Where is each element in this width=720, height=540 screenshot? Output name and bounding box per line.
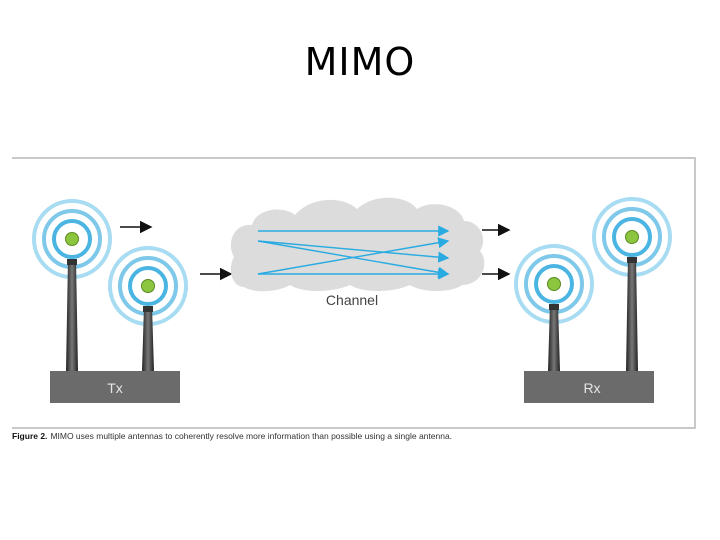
signal-path-5 [257, 240, 450, 263]
signal-path-3 [257, 237, 450, 275]
rx-antenna-2 [592, 197, 672, 371]
tx-antenna-1 [32, 199, 112, 371]
tx-antenna-2 [108, 246, 188, 371]
mimo-diagram: Tx Channel [32, 197, 672, 403]
caption-text: MIMO uses multiple antennas to coherentl… [50, 431, 453, 441]
signal-paths [257, 225, 450, 280]
channel-label: Channel [326, 292, 378, 308]
channel-cloud [230, 197, 485, 292]
slide-title: MIMO [304, 40, 416, 84]
caption-label: Figure 2. [12, 431, 48, 441]
tx-label: Tx [107, 380, 123, 396]
rx-box: Rx [524, 371, 654, 403]
figure-caption: Figure 2.MIMO uses multiple antennas to … [12, 431, 712, 441]
tx-box: Tx [50, 371, 180, 403]
rx-label: Rx [583, 380, 600, 396]
rx-antenna-1 [514, 244, 594, 371]
mimo-figure: Tx Channel [12, 157, 696, 429]
